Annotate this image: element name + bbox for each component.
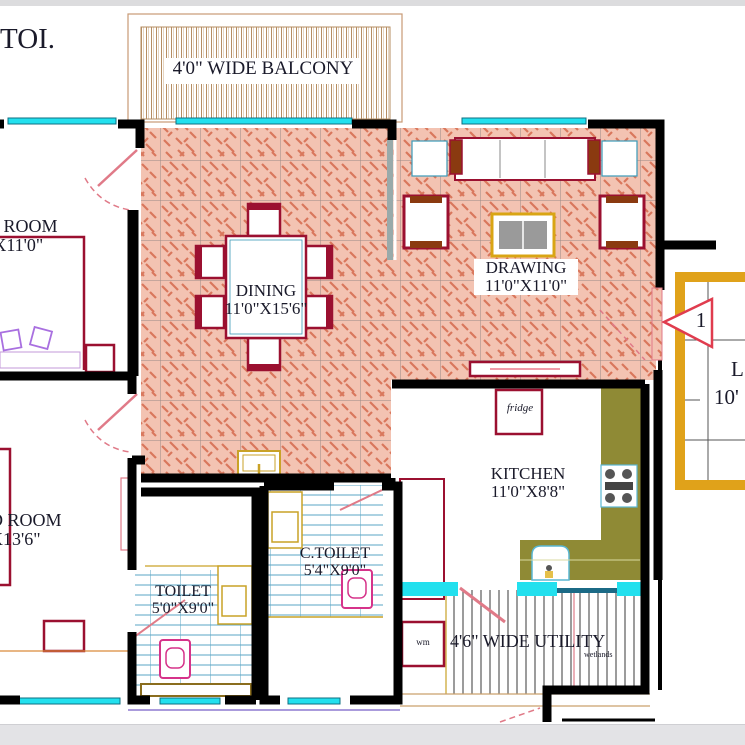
kitchen-label: KITCHEN 11'0"X8'8" bbox=[490, 464, 566, 501]
kitchen-counter bbox=[520, 388, 645, 581]
lift-lobby-size: 10' bbox=[714, 385, 739, 409]
dining-table bbox=[194, 202, 334, 372]
bedroom-2-label: D ROOM X13'6" bbox=[0, 510, 62, 549]
balcony-label: 4'0" WIDE BALCONY bbox=[166, 59, 360, 79]
utility-area bbox=[400, 586, 650, 723]
bed-2 bbox=[0, 447, 130, 653]
c-toilet-label: C.TOILET 5'4"X9'0" bbox=[299, 545, 371, 579]
utility-label: 4'6" WIDE UTILITY bbox=[450, 631, 606, 651]
kitchen-cabinet bbox=[399, 478, 445, 600]
window-top-edge bbox=[0, 0, 745, 6]
wc-seats bbox=[159, 569, 373, 679]
windows bbox=[7, 117, 645, 705]
entry-door bbox=[651, 287, 714, 361]
door-swings bbox=[84, 149, 646, 641]
window-bottom-edge bbox=[0, 724, 745, 745]
dining-label: DINING 11'0"X15'6" bbox=[224, 281, 308, 318]
bed-1 bbox=[0, 235, 116, 374]
fridge bbox=[494, 388, 544, 436]
title-fragment: TOI. bbox=[0, 23, 56, 55]
lift-lobby-label: L bbox=[731, 357, 744, 381]
entry-marker-number: 1 bbox=[695, 308, 707, 332]
bedroom-1-label: D ROOM "X11'0" bbox=[0, 216, 58, 255]
walls bbox=[0, 119, 716, 722]
thin-walls bbox=[387, 140, 662, 722]
wet-area-label: wetlands bbox=[584, 650, 613, 659]
wash-basin bbox=[237, 450, 281, 476]
drawing-room-furniture bbox=[402, 137, 646, 378]
fridge-label: fridge bbox=[506, 402, 534, 414]
toilet-label: TOILET 5'0"X9'0" bbox=[151, 583, 215, 617]
drawing-label: DRAWING 11'0"X11'0" bbox=[474, 259, 578, 295]
washing-machine-label: wm bbox=[416, 637, 430, 647]
